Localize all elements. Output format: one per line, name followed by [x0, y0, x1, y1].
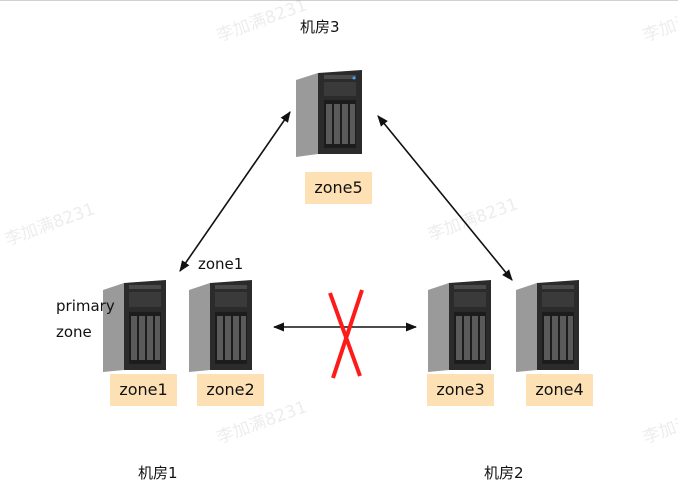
- zone5-box: zone5: [305, 172, 372, 204]
- tower-server-icon: [516, 280, 579, 372]
- zone1-box: zone1: [110, 374, 177, 406]
- room1-label: 机房1: [138, 464, 178, 482]
- zone4-box: zone4: [526, 374, 593, 406]
- top-border: [0, 0, 678, 1]
- arrow-zone-label: zone1: [198, 255, 244, 273]
- tower-server-icon: [296, 70, 362, 157]
- primary-zone-label-line2: zone: [56, 323, 92, 341]
- room3-label: 机房3: [300, 18, 340, 36]
- room2-label: 机房2: [484, 464, 524, 482]
- primary-zone-label-line1: primary: [56, 297, 115, 315]
- tower-server-icon: [103, 280, 166, 372]
- arrow-room3-room2: [377, 115, 513, 281]
- tower-server-icon: [428, 280, 491, 372]
- zone2-box: zone2: [197, 374, 264, 406]
- tower-server-icon: [189, 280, 252, 372]
- red-x-icon: [328, 289, 364, 379]
- arrow-room1-room3: [179, 111, 291, 272]
- zone3-box: zone3: [427, 374, 494, 406]
